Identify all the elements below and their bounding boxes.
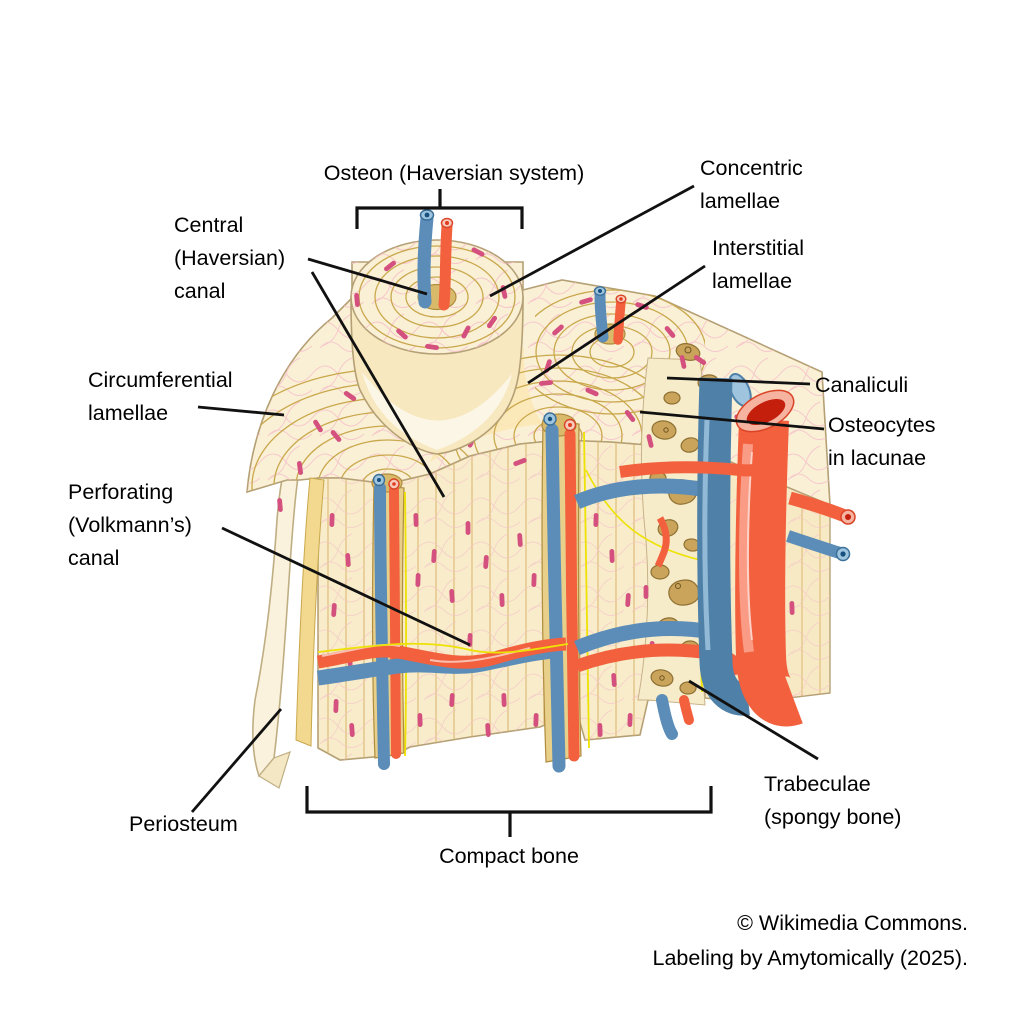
label-canaliculi: Canaliculi xyxy=(815,373,909,397)
vein xyxy=(697,377,750,716)
label-osteocytes: Osteocytes in lacunae xyxy=(828,413,936,470)
osteon-bracket xyxy=(355,189,524,229)
front-canal-vessels xyxy=(371,412,701,773)
leader-osteocytes xyxy=(639,410,825,431)
label-trabeculae: Trabeculae (spongy bone) xyxy=(764,772,902,829)
leader-canaliculi xyxy=(666,376,811,386)
artery xyxy=(735,419,803,727)
label-central-canal: Central (Haversian) canal xyxy=(174,213,286,303)
artery-lumen xyxy=(746,398,786,426)
brackets xyxy=(305,189,713,837)
leader-periosteum xyxy=(190,708,283,813)
label-periosteum: Periosteum xyxy=(129,812,238,836)
leader-perforating-canal xyxy=(221,526,471,647)
label-osteon: Osteon (Haversian system) xyxy=(323,161,585,185)
leader-lines xyxy=(190,184,825,813)
periosteum-flap xyxy=(252,387,317,789)
periosteum-inner-layer xyxy=(295,477,325,747)
leader-concentric-lamellae xyxy=(489,184,695,298)
leader-central-canal-front xyxy=(310,271,446,498)
label-circumferential-lamellae: Circumferential lamellae xyxy=(88,368,233,425)
label-concentric-lamellae: Concentric lamellae xyxy=(700,156,803,213)
large-vessels xyxy=(619,373,856,740)
label-compact-bone: Compact bone xyxy=(439,844,579,868)
leader-central-canal-top xyxy=(307,257,428,296)
label-perforating-canal: Perforating (Volkmann’s) canal xyxy=(68,480,192,570)
compact-bone-bracket xyxy=(305,786,713,837)
leader-circumferential-lamellae xyxy=(197,405,285,417)
label-interstitial-lamellae: Interstitial lamellae xyxy=(712,236,805,293)
trabecular-vessel xyxy=(654,516,670,568)
attribution: © Wikimedia Commons. Labeling by Amytomi… xyxy=(652,911,969,970)
leader-trabeculae xyxy=(688,679,819,761)
leader-interstitial-lamellae xyxy=(527,264,706,385)
